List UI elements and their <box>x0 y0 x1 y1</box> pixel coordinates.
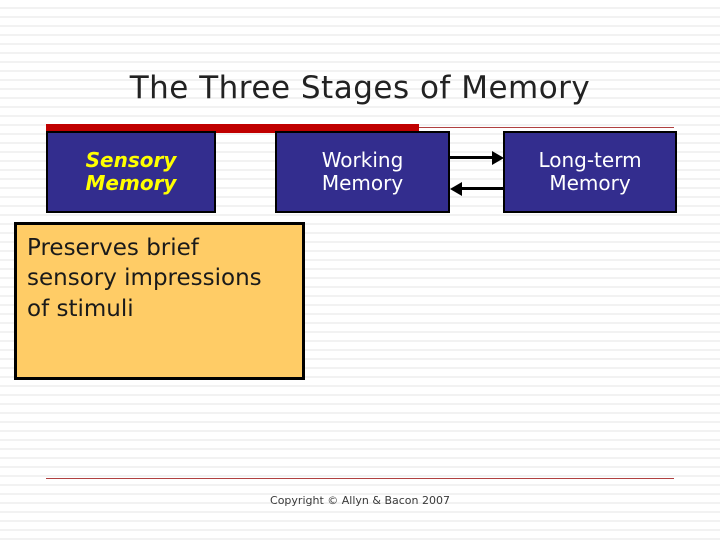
divider-bottom <box>46 478 674 479</box>
stage-box-long-term-memory[interactable]: Long-term Memory <box>503 131 677 213</box>
stage-label-line1: Working <box>321 148 404 172</box>
stage-label-line2: Memory <box>549 171 631 195</box>
stage-label-line1: Sensory <box>85 148 177 172</box>
arrow-pair <box>450 140 504 204</box>
arrow-head <box>450 182 462 196</box>
page-title: The Three Stages of Memory <box>129 70 591 106</box>
arrow-head <box>492 151 504 165</box>
stage-box-sensory-memory[interactable]: Sensory Memory <box>46 131 216 213</box>
callout-sensory-description: Preserves brief sensory impressions of s… <box>14 222 305 380</box>
arrow-shaft <box>459 187 504 190</box>
arrow-shaft <box>450 156 495 159</box>
stage-label-line2: Memory <box>321 171 404 195</box>
red-accent-bar <box>46 124 419 133</box>
copyright-text: Copyright © Allyn & Bacon 2007 <box>270 494 450 507</box>
stage-label-line1: Long-term <box>538 148 642 172</box>
stage-label-line2: Memory <box>85 171 177 195</box>
stage-box-working-memory[interactable]: Working Memory <box>275 131 450 213</box>
